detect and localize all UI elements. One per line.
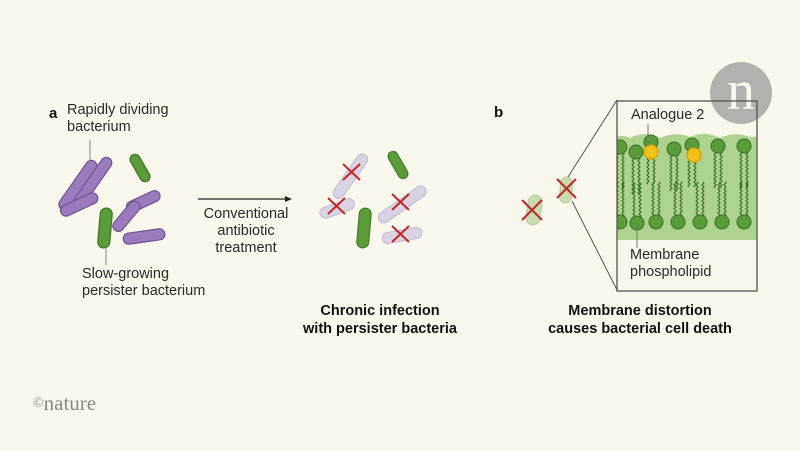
zoom-line-bottom	[571, 200, 618, 291]
lipid-tail	[719, 151, 723, 189]
lipid-tail	[739, 181, 743, 219]
phospholipid-head	[617, 214, 628, 230]
cross-icon	[391, 225, 410, 243]
treatment-label-line-2: antibiotic	[217, 223, 275, 239]
slow-label-line-1: Slow-growing	[82, 266, 170, 282]
persister-bacterium	[356, 207, 372, 249]
panel-b-caption-line-1: Membrane distortion	[568, 303, 712, 319]
cross-icon	[391, 193, 410, 211]
phospholipid-head	[648, 214, 664, 230]
cross-marks-a	[327, 163, 410, 243]
zoom-line-top	[567, 99, 618, 178]
phospholipid-head	[710, 138, 726, 154]
slow-label-line-2: persister bacterium	[82, 283, 206, 299]
phospholipid-label-line-1: Membrane	[630, 247, 700, 263]
lipid-tail	[669, 154, 673, 192]
treatment-label-line-3: treatment	[215, 240, 277, 256]
analogue-molecule	[686, 147, 702, 163]
panel-a-caption: Chronic infection with persister bacteri…	[280, 302, 480, 338]
rapid-bacterium	[59, 192, 99, 217]
phospholipid-label: Membrane phospholipid	[630, 247, 711, 281]
cross-icon	[342, 163, 361, 181]
phospholipid-head	[628, 144, 644, 160]
cross-icon	[327, 197, 346, 215]
arrowhead	[285, 196, 292, 202]
phospholipid-head	[666, 141, 682, 157]
lipid-tail	[621, 152, 625, 190]
copyright-symbol: ©	[33, 396, 44, 411]
phospholipid-head	[714, 214, 730, 230]
lipid-tail	[632, 182, 636, 220]
treatment-label: Conventional antibiotic treatment	[193, 206, 299, 257]
panel-b-caption: Membrane distortion causes bacterial cel…	[520, 302, 760, 338]
lipid-tail	[637, 157, 641, 195]
lipid-tail	[638, 182, 642, 220]
phospholipid-head	[736, 214, 752, 230]
publisher-name: nature	[43, 391, 97, 415]
phospholipid-head	[670, 214, 686, 230]
panel-b-letter: b	[494, 104, 504, 121]
treatment-label-line-1: Conventional	[203, 206, 289, 222]
lipid-tail	[717, 181, 721, 219]
phospholipid-head	[692, 214, 708, 230]
persister-bacterium	[97, 207, 113, 249]
analogue-label: Analogue 2	[631, 107, 705, 123]
panel-a-letter: a	[49, 105, 58, 122]
dead-bacterium	[319, 198, 355, 219]
copyright-mark: ©nature	[33, 391, 96, 416]
analogue-molecule	[643, 144, 659, 160]
lipid-tail	[695, 181, 699, 219]
panel-a-caption-line-2: with persister bacteria	[303, 321, 457, 337]
rapid-label-line-2: bacterium	[67, 119, 131, 135]
panel-b-caption-line-2: causes bacterial cell death	[548, 321, 732, 337]
cross-icon	[521, 199, 543, 221]
nature-logo: n	[710, 62, 772, 124]
lipid-tail	[723, 181, 727, 219]
lipid-tail	[657, 181, 661, 219]
persister-bacterium	[387, 150, 409, 180]
dying-cell	[525, 194, 543, 226]
rapid-bacterium	[112, 200, 141, 232]
slow-bacterium-label: Slow-growing persister bacterium	[82, 266, 205, 300]
lipid-tail	[673, 181, 677, 219]
phospholipid-head	[736, 138, 752, 154]
rapid-bacterium-label: Rapidly dividing bacterium	[67, 102, 169, 136]
membrane-inset	[617, 133, 757, 240]
cross-marks-b	[521, 178, 577, 221]
lipid-tail	[651, 181, 655, 219]
rapid-bacterium	[122, 228, 166, 245]
rapid-label-line-1: Rapidly dividing	[67, 102, 169, 118]
logo-letter: n	[727, 60, 755, 122]
panel-a-caption-line-1: Chronic infection	[320, 303, 440, 319]
lipid-tail	[679, 181, 683, 219]
lipid-tail	[745, 181, 749, 219]
lipid-tail	[701, 181, 705, 219]
persister-bacterium	[129, 153, 151, 183]
lipid-tail	[621, 181, 625, 219]
lipid-tail	[713, 151, 717, 189]
lipid-tail	[631, 157, 635, 195]
cross-icon	[556, 178, 577, 199]
inset-frame	[616, 100, 758, 292]
lipid-tail	[675, 154, 679, 192]
dead-bacterium	[332, 153, 369, 200]
phospholipid-head	[617, 139, 628, 155]
phospholipid-label-line-2: phospholipid	[630, 264, 712, 280]
